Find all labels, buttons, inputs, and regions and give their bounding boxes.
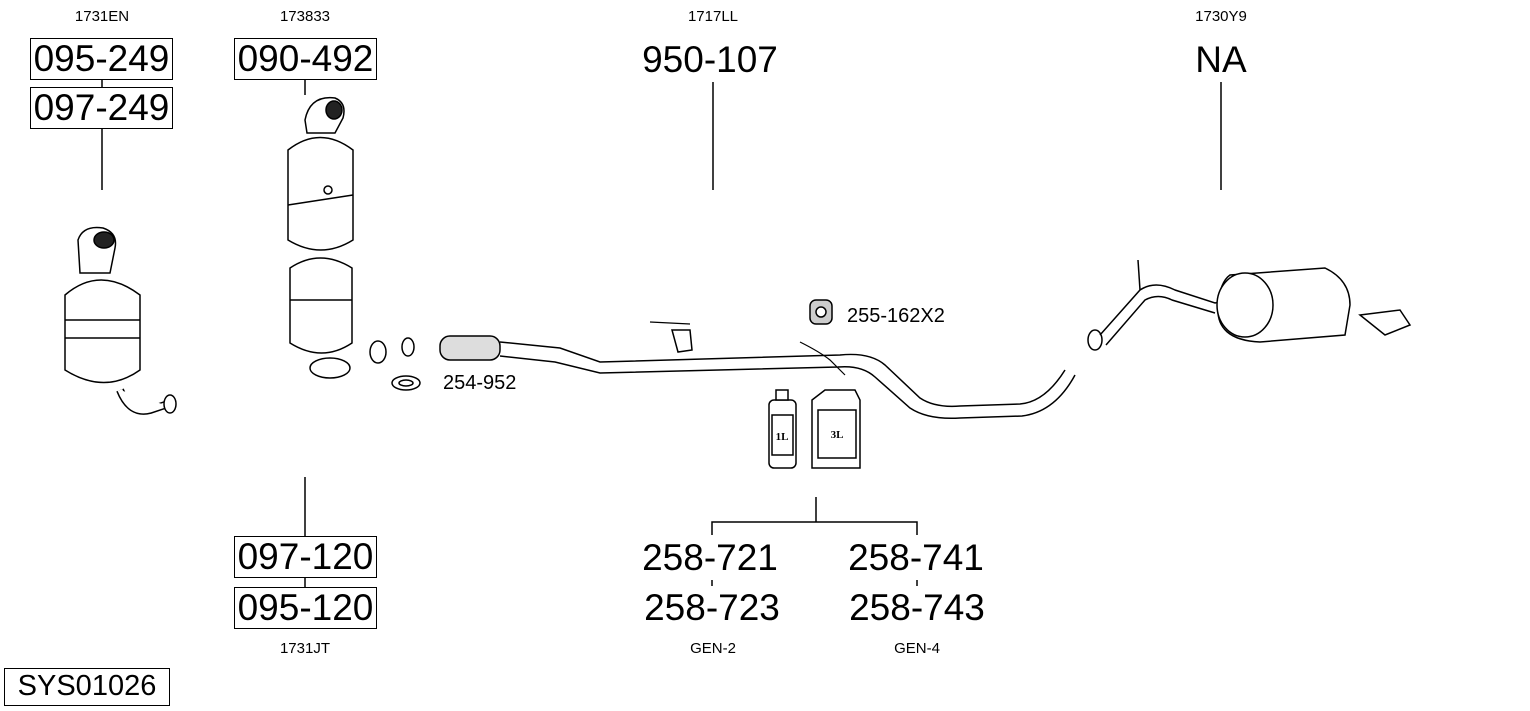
part-code-1731EN: 1731EN <box>74 8 130 25</box>
part-code-173833: 173833 <box>279 8 331 25</box>
part-code-1717LL: 1717LL <box>687 8 739 25</box>
system-id: SYS01026 <box>4 668 170 706</box>
part-number-258-721[interactable]: 258-721 <box>642 537 778 578</box>
leader-lines <box>101 80 1222 587</box>
gen-4-label: GEN-4 <box>894 640 940 657</box>
catalytic-converter-1731EN <box>64 226 177 415</box>
fluid-bottle-1l-icon: 1L <box>768 389 797 469</box>
part-number-090-492[interactable]: 090-492 <box>234 38 377 80</box>
catalytic-converter-173833 <box>287 96 387 379</box>
bottle-1l-label: 1L <box>776 431 789 443</box>
part-number-950-107[interactable]: 950-107 <box>642 39 778 80</box>
part-code-1731JT: 1731JT <box>279 640 331 657</box>
part-number-258-741[interactable]: 258-741 <box>848 537 984 578</box>
fluid-canister-3l-icon: 3L <box>811 389 861 469</box>
part-number-095-249[interactable]: 095-249 <box>30 38 173 80</box>
clamp-icon <box>391 375 421 391</box>
canister-3l-label: 3L <box>831 429 844 441</box>
part-number-095-120[interactable]: 095-120 <box>234 587 377 629</box>
part-number-258-743[interactable]: 258-743 <box>849 587 985 628</box>
gen-2-label: GEN-2 <box>690 640 736 657</box>
part-number-097-249[interactable]: 097-249 <box>30 87 173 129</box>
hanger-part-number[interactable]: 255-162X2 <box>847 305 945 327</box>
part-number-258-723[interactable]: 258-723 <box>644 587 780 628</box>
clamp-part-number[interactable]: 254-952 <box>443 372 517 394</box>
part-number-097-120[interactable]: 097-120 <box>234 536 377 578</box>
part-code-1730Y9: 1730Y9 <box>1195 8 1247 25</box>
rubber-hanger-icon <box>809 299 833 325</box>
rear-muffler <box>1087 259 1412 351</box>
part-number-na: NA <box>1195 39 1247 80</box>
middle-pipe <box>401 321 1076 420</box>
